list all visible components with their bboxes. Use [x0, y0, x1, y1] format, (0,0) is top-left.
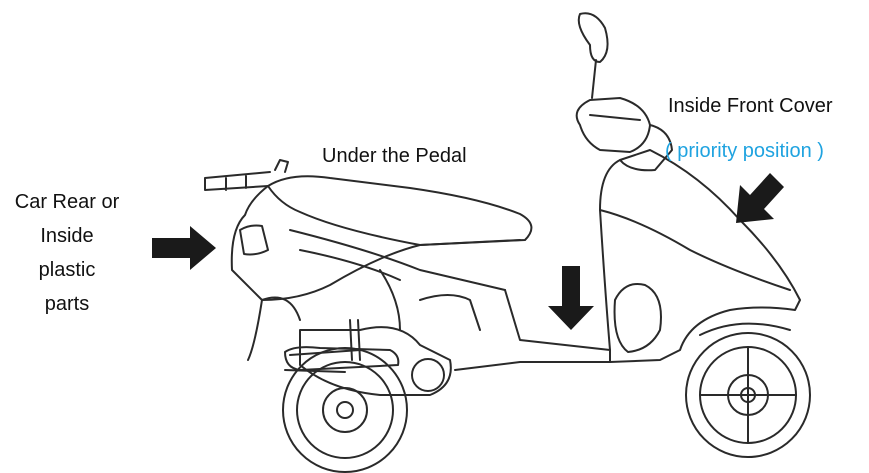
engine — [299, 326, 452, 396]
front-fender — [699, 322, 791, 336]
seat — [267, 175, 533, 246]
rear-body — [230, 185, 521, 301]
luggage-rack — [204, 171, 271, 191]
rear-label-line-2: Inside — [40, 225, 94, 247]
floorboard — [454, 289, 611, 371]
rear-fender — [247, 296, 301, 361]
rear-label-line-1: Car Rear or — [14, 191, 120, 213]
rear-location-label: Car Rear or Inside plastic parts — [2, 185, 132, 321]
priority-position-label: ( priority position ) — [665, 140, 824, 162]
rear-label-line-4: parts — [44, 293, 90, 315]
front-cover-location-label: Inside Front Cover — [668, 95, 833, 117]
rear-label-line-3: plastic — [38, 259, 96, 281]
pedal-location-label: Under the Pedal — [322, 145, 467, 167]
front-wheel — [685, 332, 811, 458]
mirror — [577, 12, 609, 99]
exhaust — [284, 346, 400, 371]
rear-shock — [349, 319, 361, 361]
